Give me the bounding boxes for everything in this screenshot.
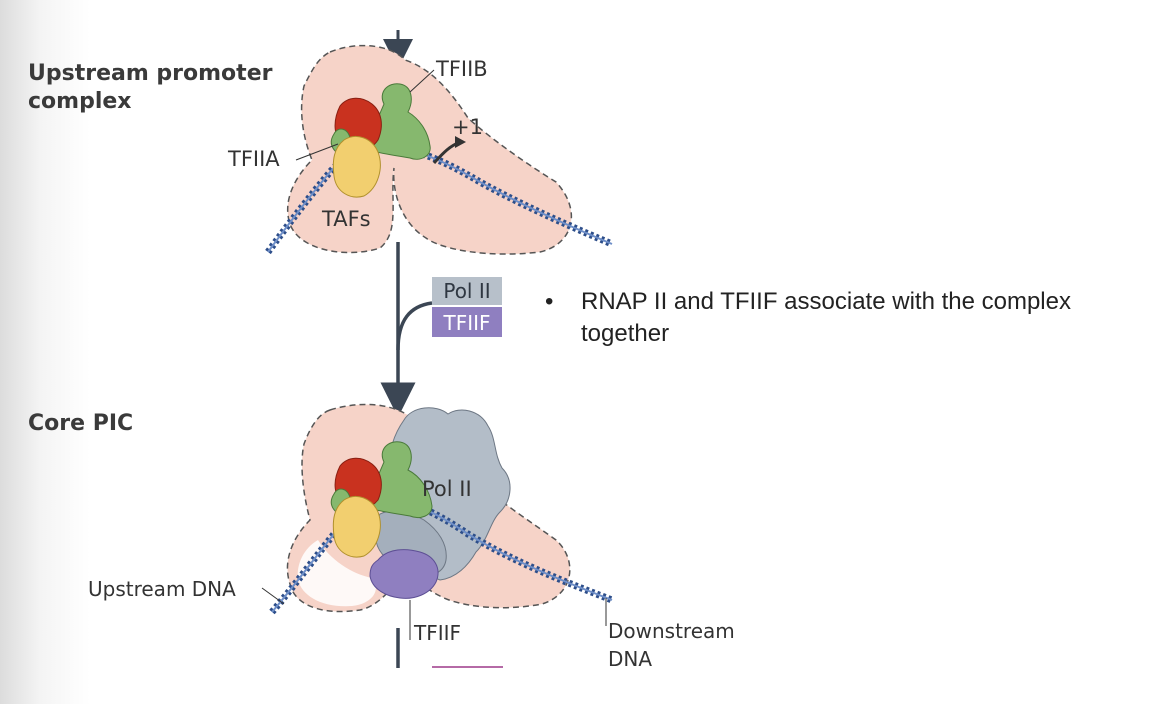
leader-tfiia-upstream (295, 143, 339, 161)
added-factors-box: Pol II TFIIF (432, 277, 502, 337)
label-pol-ii-core: Pol II (422, 477, 472, 501)
bullet-text: RNAP II and TFIIF associate with the com… (581, 288, 1071, 347)
pol-ii-box-label: Pol II (443, 279, 490, 303)
plus-one-arrowhead (455, 136, 466, 148)
stage-title-upstream-line1: Upstream promoter (28, 61, 273, 86)
label-upstream-dna: Upstream DNA (88, 577, 236, 601)
bullet-dot: • (545, 288, 554, 315)
label-tfiib-upstream: TFIIB (435, 57, 488, 81)
label-downstream-dna-line1: Downstream (608, 619, 735, 643)
tafs-shape-core (332, 496, 381, 558)
join-arrow-branch (396, 301, 433, 351)
core-pic-complex: Pol II Upstream DNA TFIIF Downstream DNA (88, 403, 735, 671)
pol-ii-box (432, 277, 502, 305)
tfiif-box-label: TFIIF (442, 311, 490, 335)
upstream-promoter-complex: TFIIB +1 TFIIA TAFs (227, 44, 614, 255)
leader-upstream-dna (261, 587, 285, 605)
leader-tfiib-upstream (409, 69, 435, 93)
label-tfiif-core: TFIIF (413, 621, 461, 645)
label-plus-one: +1 (452, 115, 483, 139)
stage-title-upstream-line2: complex (28, 89, 131, 114)
label-tafs-upstream: TAFs (321, 207, 371, 231)
pathway-arrows (380, 30, 503, 668)
tfiif-shape-core (369, 549, 439, 599)
label-downstream-dna-line2: DNA (608, 647, 652, 671)
tafs-shape-upstream (332, 136, 381, 198)
tfiif-box (432, 307, 502, 337)
label-tfiia-upstream: TFIIA (227, 147, 280, 171)
stage-title-core-pic: Core PIC (28, 411, 133, 436)
